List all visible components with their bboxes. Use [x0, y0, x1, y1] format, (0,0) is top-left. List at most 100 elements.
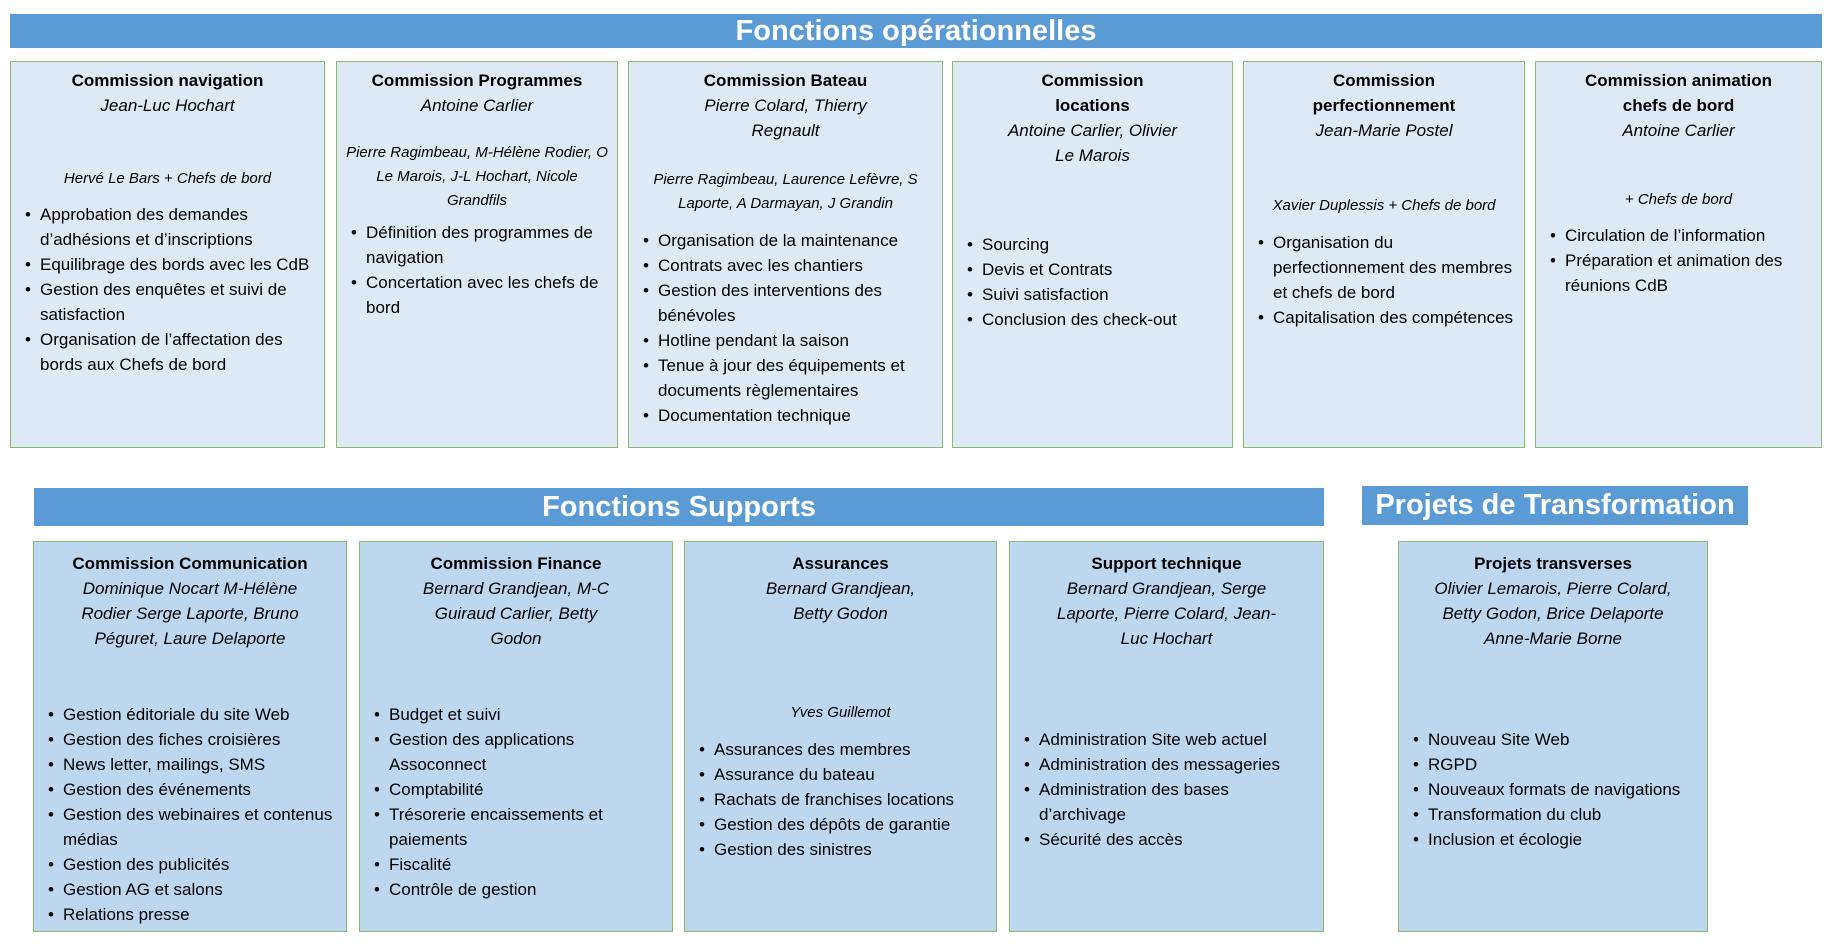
- list-item: Budget et suivi: [372, 702, 664, 727]
- list-item: Sourcing: [965, 232, 1224, 257]
- list-item: Nouveaux formats de navigations: [1411, 777, 1699, 802]
- box-title: Commission Finance: [430, 554, 602, 573]
- list-item: Gestion des événements: [46, 777, 338, 802]
- list-item: Préparation et animation des réunions Cd…: [1548, 248, 1813, 298]
- list-item: Assurances des membres: [697, 737, 988, 762]
- list-item: Gestion des fiches croisières: [46, 727, 338, 752]
- list-item: Circulation de l’information: [1548, 223, 1813, 248]
- list-item: Administration Site web actuel: [1022, 727, 1315, 752]
- box-members: Pierre Ragimbeau, Laurence Lefèvre, S La…: [653, 171, 918, 212]
- responsibility-list: Administration Site web actuelAdministra…: [1022, 727, 1315, 852]
- list-item: Documentation technique: [641, 403, 934, 428]
- box-members: Hervé Le Bars + Chefs de bord: [63, 170, 272, 187]
- box-title: Projets transverses: [1474, 554, 1632, 573]
- responsibility-list: Gestion éditoriale du site WebGestion de…: [46, 702, 338, 927]
- responsibility-list: Assurances des membresAssurance du batea…: [697, 737, 988, 862]
- list-item: Equilibrage des bords avec les CdB: [23, 252, 316, 277]
- responsibility-list: Budget et suiviGestion des applications …: [372, 702, 664, 902]
- box-leaders: Antoine Carlier: [1622, 121, 1735, 140]
- box-title: Commission locations: [1041, 71, 1144, 115]
- list-item: Concertation avec les chefs de bord: [349, 270, 609, 320]
- list-item: Gestion des interventions des bénévoles: [641, 278, 934, 328]
- list-item: Sécurité des accès: [1022, 827, 1315, 852]
- box-title: Assurances: [792, 554, 889, 573]
- box-leaders: Bernard Grandjean, Serge Laporte, Pierre…: [1056, 579, 1277, 648]
- box-leaders: Antoine Carlier: [420, 96, 534, 115]
- list-item: Gestion des applications Assoconnect: [372, 727, 664, 777]
- banner-transformation: Projets de Transformation: [1362, 486, 1748, 525]
- box-leaders: Dominique Nocart M-Hélène Rodier Serge L…: [81, 579, 299, 648]
- list-item: Gestion des sinistres: [697, 837, 988, 862]
- box-members: Xavier Duplessis + Chefs de bord: [1272, 197, 1496, 214]
- list-item: Gestion des enquêtes et suivi de satisfa…: [23, 277, 316, 327]
- list-item: Organisation de la maintenance: [641, 228, 934, 253]
- list-item: Administration des messageries: [1022, 752, 1315, 777]
- list-item: Hotline pendant la saison: [641, 328, 934, 353]
- list-item: Gestion des webinaires et contenus média…: [46, 802, 338, 852]
- list-item: News letter, mailings, SMS: [46, 752, 338, 777]
- box-leaders: Bernard Grandjean, M-C Guiraud Carlier, …: [422, 579, 610, 648]
- responsibility-list: Nouveau Site WebRGPDNouveaux formats de …: [1411, 727, 1699, 852]
- box-title: Commission Communication: [72, 554, 308, 573]
- box-title: Commission Bateau: [703, 71, 868, 90]
- list-item: Administration des bases d’archivage: [1022, 777, 1315, 827]
- box-title: Commission perfectionnement: [1312, 71, 1456, 115]
- box-leaders: Bernard Grandjean, Betty Godon: [765, 579, 916, 623]
- list-item: Contrats avec les chantiers: [641, 253, 934, 278]
- list-item: Rachats de franchises locations: [697, 787, 988, 812]
- box-title: Commission animation chefs de bord: [1584, 71, 1773, 115]
- box-leaders: Jean-Marie Postel: [1315, 121, 1453, 140]
- list-item: Organisation du perfectionnement des mem…: [1256, 230, 1516, 305]
- box-leaders: Antoine Carlier, Olivier Le Marois: [1007, 121, 1178, 165]
- box-leaders: Olivier Lemarois, Pierre Colard, Betty G…: [1434, 579, 1672, 648]
- list-item: Inclusion et écologie: [1411, 827, 1699, 852]
- responsibility-list: Approbation des demandes d’adhésions et …: [23, 202, 316, 377]
- responsibility-list: SourcingDevis et ContratsSuivi satisfact…: [965, 232, 1224, 332]
- list-item: Relations presse: [46, 902, 338, 927]
- list-item: Conclusion des check-out: [965, 307, 1224, 332]
- box-leaders: Jean-Luc Hochart: [100, 96, 235, 115]
- list-item: Fiscalité: [372, 852, 664, 877]
- responsibility-list: Définition des programmes de navigationC…: [349, 220, 609, 320]
- list-item: Transformation du club: [1411, 802, 1699, 827]
- list-item: Devis et Contrats: [965, 257, 1224, 282]
- list-item: Suivi satisfaction: [965, 282, 1224, 307]
- banner-operational: Fonctions opérationnelles: [10, 14, 1822, 48]
- list-item: Gestion AG et salons: [46, 877, 338, 902]
- box-members: Pierre Ragimbeau, M-Hélène Rodier, O Le …: [346, 144, 608, 209]
- box-leaders: Pierre Colard, Thierry Regnault: [704, 96, 867, 140]
- list-item: Nouveau Site Web: [1411, 727, 1699, 752]
- list-item: RGPD: [1411, 752, 1699, 777]
- box-title: Commission navigation: [71, 71, 264, 90]
- list-item: Contrôle de gestion: [372, 877, 664, 902]
- list-item: Approbation des demandes d’adhésions et …: [23, 202, 316, 252]
- list-item: Définition des programmes de navigation: [349, 220, 609, 270]
- responsibility-list: Circulation de l’informationPréparation …: [1548, 223, 1813, 298]
- banner-supports: Fonctions Supports: [34, 488, 1324, 526]
- box-title: Support technique: [1091, 554, 1242, 573]
- list-item: Capitalisation des compétences: [1256, 305, 1516, 330]
- list-item: Assurance du bateau: [697, 762, 988, 787]
- responsibility-list: Organisation de la maintenanceContrats a…: [641, 228, 934, 428]
- list-item: Gestion des dépôts de garantie: [697, 812, 988, 837]
- box-members: + Chefs de bord: [1624, 191, 1733, 208]
